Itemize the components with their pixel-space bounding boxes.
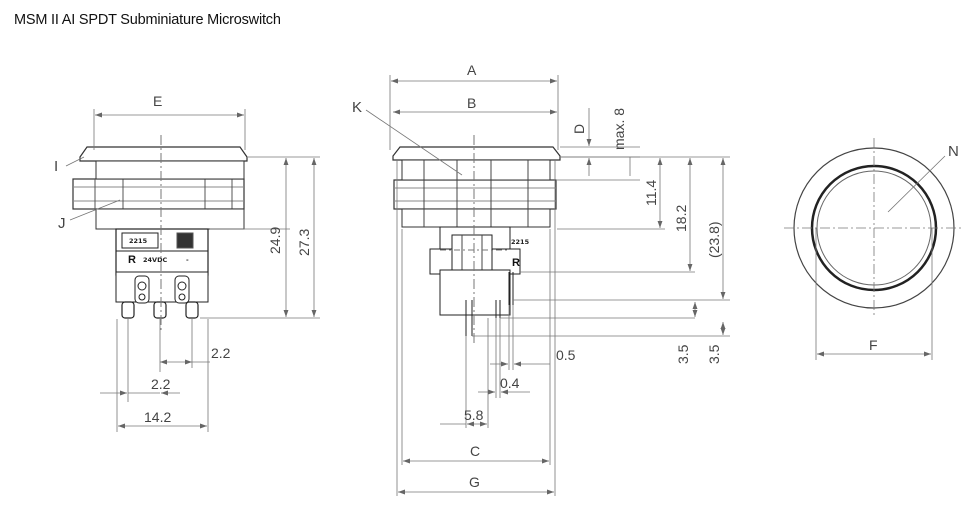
- section-button-cap: [392, 146, 561, 161]
- collar: [72, 178, 245, 210]
- dim-27-3-label: 27.3: [296, 229, 312, 256]
- left-dimension-labels: E 24.9 27.3 2.2 2.2 14.2 I J: [54, 93, 312, 425]
- body-dash-text: -: [186, 256, 189, 264]
- page-title: MSM II AI SPDT Subminiature Microswitch: [14, 12, 281, 28]
- dim-2-2-lower-label: 2.2: [151, 376, 171, 392]
- section-r-text: R: [512, 257, 520, 269]
- dim-b-label: B: [467, 95, 476, 111]
- dim-23-8-label: (23.8): [706, 221, 722, 258]
- button-cap: [79, 146, 248, 162]
- section-view-middle: [392, 135, 561, 345]
- middle-dimension-labels: A B D max. 8 11.4 18.2 (23.8) 3.5 3.5 0.…: [352, 62, 722, 490]
- dim-24-9-label: 24.9: [267, 227, 283, 254]
- dim-0-4-label: 0.4: [500, 375, 520, 391]
- right-dimension-labels: F N: [869, 143, 959, 353]
- dim-3-5-left-label: 3.5: [675, 344, 691, 364]
- dim-5-8-label: 5.8: [464, 407, 484, 423]
- section-code-text: 2215: [511, 238, 530, 246]
- callout-i-label: I: [54, 158, 58, 175]
- dim-e-label: E: [153, 93, 162, 109]
- left-dimensions: [65, 109, 320, 432]
- front-view-right: [784, 138, 964, 360]
- section-markings: 2215 R: [511, 238, 530, 269]
- dim-2-2-upper-label: 2.2: [211, 345, 231, 361]
- body-markings: 2215 R 24VDC -: [128, 237, 189, 266]
- middle-dimensions: [365, 75, 730, 496]
- body-voltage-text: 24VDC: [143, 256, 167, 264]
- dim-max-8-label: max. 8: [611, 108, 627, 150]
- body-code-text: 2215: [129, 237, 148, 245]
- dim-0-5-label: 0.5: [556, 347, 576, 363]
- switch-body: [95, 160, 245, 180]
- dim-14-2-label: 14.2: [144, 409, 171, 425]
- dim-c-label: C: [470, 443, 480, 459]
- dim-18-2-label: 18.2: [673, 205, 689, 232]
- dim-f-label: F: [869, 337, 878, 353]
- dim-g-label: G: [469, 474, 480, 490]
- side-view-left: [72, 135, 248, 330]
- dim-11-4-label: 11.4: [643, 180, 659, 206]
- dim-d-label: D: [571, 124, 587, 134]
- dim-a-label: A: [467, 62, 477, 78]
- callout-n-label: N: [948, 143, 959, 160]
- callout-k-label: K: [352, 99, 362, 116]
- body-r-text: R: [128, 254, 136, 266]
- callout-j-label: J: [58, 215, 66, 232]
- dim-3-5-right-label: 3.5: [706, 344, 722, 364]
